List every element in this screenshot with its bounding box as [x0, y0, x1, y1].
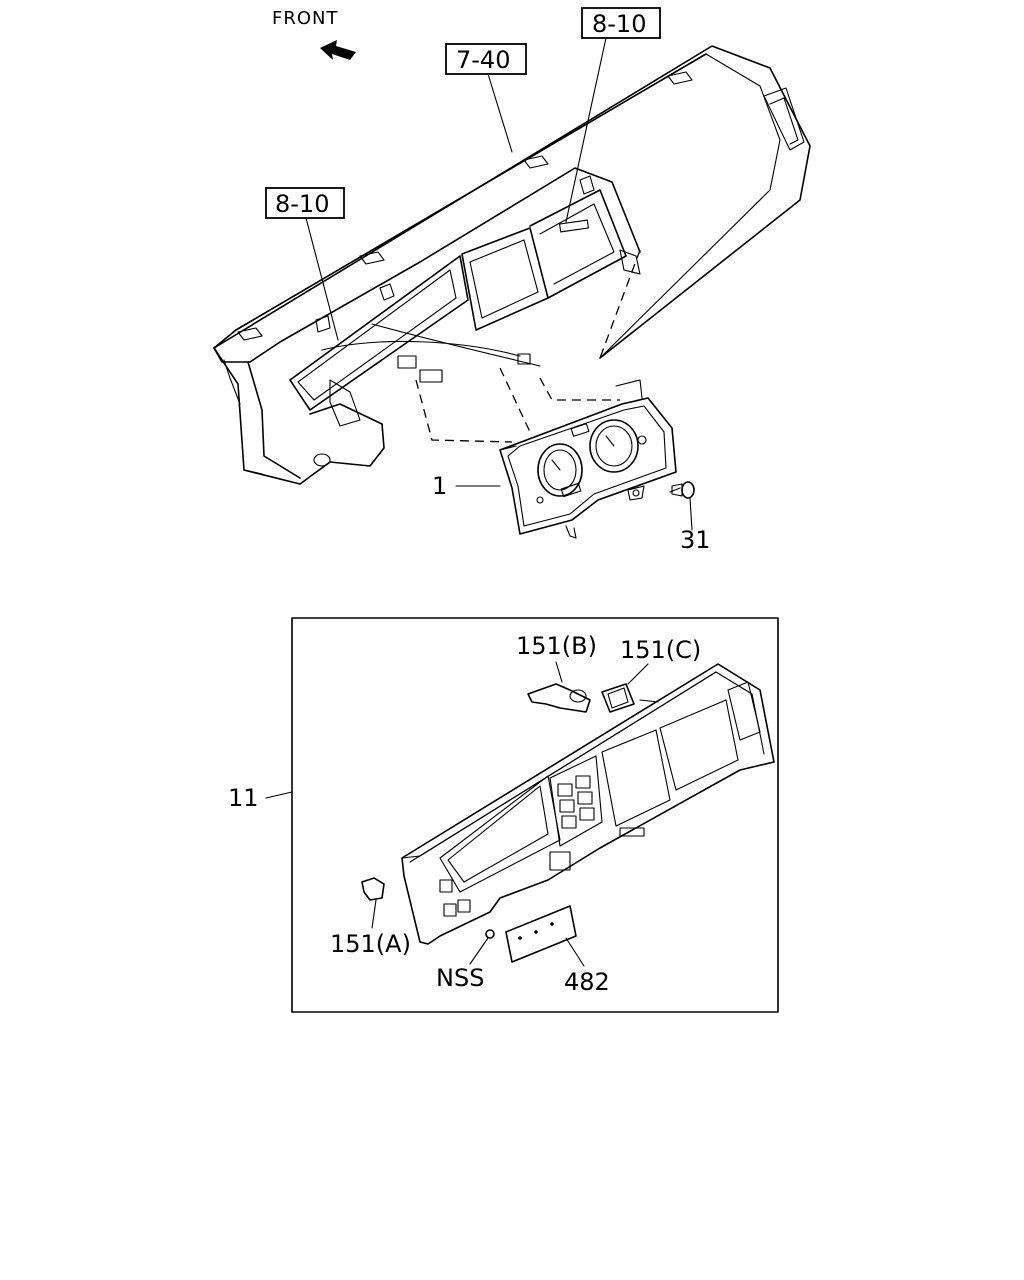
leader-clip-c — [627, 663, 649, 685]
svg-text:8-10: 8-10 — [592, 10, 646, 38]
detail-frame — [291, 617, 779, 1013]
ref-box-7-40: 7-40 — [445, 43, 527, 75]
svg-text:8-10: 8-10 — [275, 190, 329, 218]
label-plate — [505, 905, 577, 963]
leader-bezel — [265, 791, 293, 799]
clip-c-icon — [601, 683, 635, 713]
leader-7-40 — [487, 73, 513, 153]
svg-text:7-40: 7-40 — [456, 46, 510, 74]
callout-screw: 31 — [680, 526, 711, 554]
callout-clip-a: 151(A) — [330, 930, 411, 958]
instrument-panel — [213, 45, 811, 485]
front-label: FRONT — [272, 8, 339, 29]
ref-box-8-10-left: 8-10 — [265, 187, 345, 219]
leader-8-10-upper — [565, 37, 607, 223]
callout-nss: NSS — [436, 964, 484, 992]
clip-b-icon — [527, 683, 591, 713]
front-arrow-icon — [320, 40, 356, 60]
leader-clip-b — [555, 661, 563, 683]
cluster-bezel — [401, 663, 775, 945]
nss-nut-icon — [485, 929, 495, 939]
screw-icon — [669, 481, 695, 499]
leader-nss — [469, 937, 489, 965]
clip-a-icon — [361, 877, 385, 901]
callout-label-plate: 482 — [564, 968, 610, 996]
leader-clip-a — [371, 899, 377, 929]
leader-label-plate — [565, 937, 585, 967]
callout-clip-b: 151(B) — [516, 632, 597, 660]
callout-meter-assembly: 1 — [432, 472, 447, 500]
callout-clip-c: 151(C) — [620, 636, 701, 664]
assembly-lines — [415, 367, 620, 443]
callout-cluster-bezel: 11 — [228, 784, 259, 812]
leader-screw — [689, 497, 693, 531]
meter-assembly — [499, 379, 677, 539]
ref-box-8-10-upper: 8-10 — [581, 7, 661, 39]
